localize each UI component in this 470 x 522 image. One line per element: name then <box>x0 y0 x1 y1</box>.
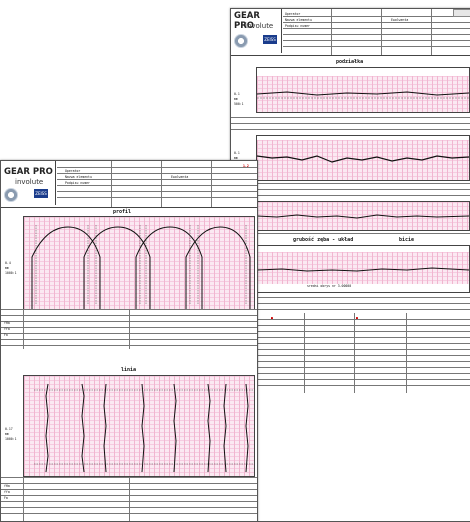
back-report-sheet: GEAR PRO involute ZEISS Operator Nazwa e… <box>230 8 470 522</box>
runout-section-title: bicie <box>399 237 415 243</box>
header-cell-involute: Ewolwenta <box>171 175 189 179</box>
profile-row-label-fa: Fa <box>4 333 8 337</box>
lead-data-table <box>1 477 257 521</box>
lead-scale-value: 0.17 <box>5 427 13 431</box>
profile-data-table <box>1 309 257 349</box>
gear-icon <box>4 188 18 202</box>
pitch-scale-unit-2: mm <box>234 156 238 160</box>
profile-scale-value: 0.4 <box>5 261 11 265</box>
pitch-scale-ratio: 500:1 <box>234 102 244 106</box>
header-cell-element: Nazwa elementu <box>65 175 92 179</box>
lead-section-title: linia <box>121 367 137 373</box>
pitch-plot-bottom <box>256 135 470 181</box>
header-cell-element: Nazwa elementu <box>285 18 312 22</box>
pitch-section-title: podziałka <box>336 59 364 65</box>
lead-plot <box>23 375 255 477</box>
header-cell-operator: Operator <box>65 169 81 173</box>
header-cell-involute: Ewolwenta <box>391 18 409 22</box>
back-logo-title: GEAR PRO <box>234 11 260 31</box>
zeiss-logo: ZEISS <box>263 35 277 44</box>
front-report-sheet: GEAR PRO involute ZEISS Operator Nazwa e… <box>0 160 258 522</box>
back-table-note-right: ■ <box>356 316 358 320</box>
header-cell-operator: Operator <box>285 12 301 16</box>
pitch-plot-top <box>256 67 470 113</box>
thickness-plot: sredni obrys nr 3.00000 <box>256 245 470 293</box>
back-report-header: GEAR PRO involute ZEISS Operator Nazwa e… <box>231 9 470 56</box>
profile-row-label-fha: fHa <box>4 321 10 325</box>
zeiss-logo: ZEISS <box>34 189 48 198</box>
profile-row-label-ffa: ffa <box>4 327 10 331</box>
pitch-scale-value: 0.1 <box>234 92 240 96</box>
header-cell-part: Podpisu numer <box>285 24 310 28</box>
back-logo-box: GEAR PRO involute ZEISS <box>231 9 282 53</box>
lead-row-label-ffa: ffa <box>4 490 10 494</box>
profile-section-title: profil <box>113 209 132 215</box>
back-data-table <box>256 313 470 393</box>
lead-scale-unit: mm <box>5 432 9 436</box>
front-report-header: GEAR PRO involute ZEISS Operator Nazwa e… <box>1 161 257 208</box>
back-table-note-left: ■ <box>271 316 273 320</box>
pitch-scale-unit: mm <box>234 97 238 101</box>
average-profile-note: sredni obrys nr 3.00000 <box>307 284 352 288</box>
lead-scale-ratio: 1000:1 <box>5 437 17 441</box>
pitch-plot-third <box>256 201 470 231</box>
header-cell-part: Podpisu numer <box>65 181 90 185</box>
right-edge-tab[interactable] <box>453 9 470 17</box>
lead-row-label-fa: Fa <box>4 496 8 500</box>
gear-icon <box>234 34 248 48</box>
profile-plot <box>23 216 255 310</box>
front-logo-subtitle: involute <box>15 178 44 186</box>
profile-scale-unit: mm <box>5 266 9 270</box>
pitch-scale-value-2: 0.1 <box>234 151 240 155</box>
front-logo-box: GEAR PRO involute ZEISS <box>1 161 56 205</box>
thickness-section-title: grubość zęba - układ <box>293 237 354 243</box>
lead-row-label-fha: fHa <box>4 484 10 488</box>
corner-revision-label: 1.2 <box>243 164 249 168</box>
back-logo-subtitle: involute <box>245 22 274 30</box>
profile-scale-ratio: 1000:1 <box>5 271 17 275</box>
front-logo-title: GEAR PRO <box>4 167 53 177</box>
